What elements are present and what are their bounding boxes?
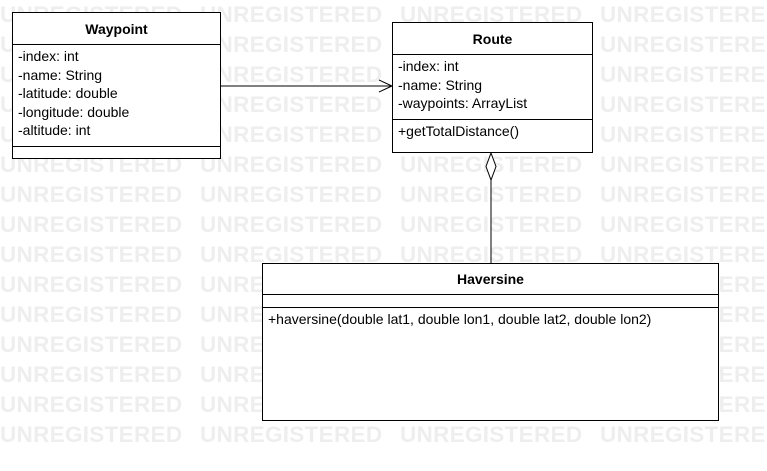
- attribute: -index: int: [18, 48, 79, 64]
- operations-compartment: +haversine(double lat1, double lon1, dou…: [263, 308, 718, 420]
- class-route[interactable]: Route -index: int -name: String -waypoin…: [392, 22, 593, 153]
- class-waypoint[interactable]: Waypoint -index: int -name: String -lati…: [12, 12, 221, 159]
- attribute: -index: int: [398, 58, 459, 74]
- class-name: Waypoint: [13, 13, 220, 45]
- class-haversine[interactable]: Haversine +haversine(double lat1, double…: [262, 263, 719, 421]
- attribute: -name: String: [18, 66, 103, 83]
- class-name: Haversine: [263, 264, 718, 295]
- operation: +getTotalDistance(): [398, 123, 520, 139]
- attribute: -latitude: double: [18, 85, 118, 101]
- operations-compartment: [13, 147, 220, 158]
- attribute: -longitude: double: [18, 103, 130, 120]
- attribute: -waypoints: ArrayList: [398, 95, 528, 111]
- attribute: -altitude: int: [18, 122, 91, 138]
- attribute: -name: String: [398, 76, 483, 93]
- class-name: Route: [393, 23, 592, 55]
- operation: +haversine(double lat1, double lon1, dou…: [268, 311, 652, 327]
- attributes-compartment: -index: int -name: String -latitude: dou…: [13, 45, 220, 147]
- attributes-compartment: [263, 295, 718, 308]
- operations-compartment: +getTotalDistance(): [393, 120, 592, 152]
- aggregation-diamond: [485, 151, 497, 182]
- attributes-compartment: -index: int -name: String -waypoints: Ar…: [393, 55, 592, 120]
